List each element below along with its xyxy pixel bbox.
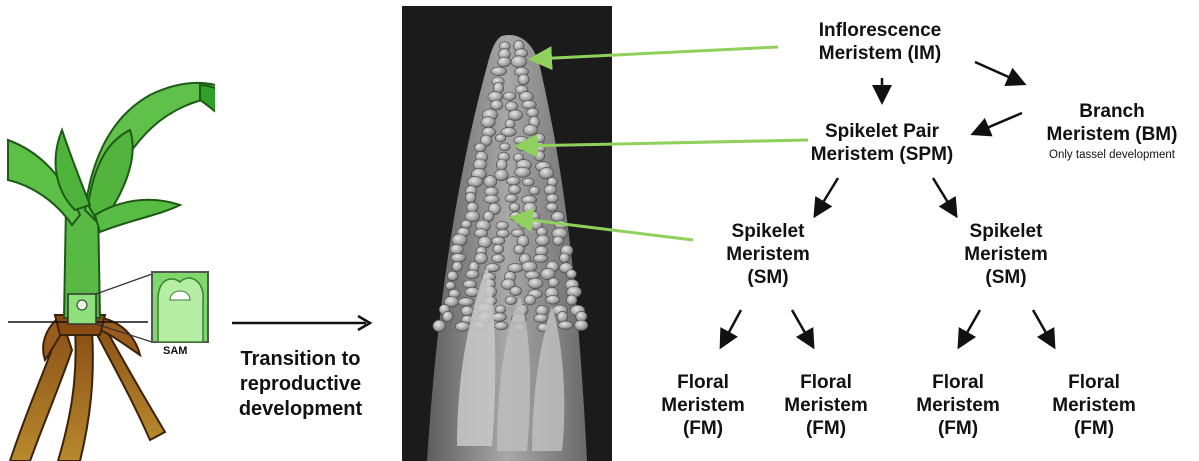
node-fm1-line2: Meristem [661, 394, 744, 417]
arrow-smr-fm3 [960, 310, 980, 345]
node-floral-meristem-1: Floral Meristem (FM) [661, 371, 744, 440]
node-sml-line3: (SM) [726, 266, 809, 289]
node-fm2-line1: Floral [784, 371, 867, 394]
arrow-im-bm [975, 62, 1022, 83]
node-spikelet-pair-meristem: Spikelet Pair Meristem (SPM) [811, 120, 954, 166]
node-fm2-line3: (FM) [784, 417, 867, 440]
node-bm-line2: Meristem (BM) [1047, 123, 1178, 146]
node-spm-line1: Spikelet Pair [811, 120, 954, 143]
node-sml-line1: Spikelet [726, 220, 809, 243]
arrow-bm-spm [975, 113, 1022, 133]
node-floral-meristem-2: Floral Meristem (FM) [784, 371, 867, 440]
arrow-sml-fm2 [792, 310, 812, 345]
node-smr-line3: (SM) [964, 266, 1047, 289]
node-fm3-line2: Meristem [916, 394, 999, 417]
node-sml-line2: Meristem [726, 243, 809, 266]
arrow-spm-smr [933, 178, 955, 214]
node-im-line1: Inflorescence [819, 19, 942, 42]
node-fm4-line1: Floral [1052, 371, 1135, 394]
node-fm1-line1: Floral [661, 371, 744, 394]
node-floral-meristem-4: Floral Meristem (FM) [1052, 371, 1135, 440]
green-arrow-sm [515, 218, 693, 240]
green-arrow-im [534, 47, 778, 59]
node-fm4-line3: (FM) [1052, 417, 1135, 440]
node-bm-note: Only tassel development [1049, 148, 1175, 162]
arrow-spm-sml [816, 178, 838, 214]
node-smr-line2: Meristem [964, 243, 1047, 266]
node-branch-meristem: Branch Meristem (BM) [1047, 100, 1178, 146]
node-bm-line1: Branch [1047, 100, 1178, 123]
green-arrow-spm [520, 140, 808, 146]
node-im-line2: Meristem (IM) [819, 42, 942, 65]
node-inflorescence-meristem: Inflorescence Meristem (IM) [819, 19, 942, 65]
node-fm4-line2: Meristem [1052, 394, 1135, 417]
node-spikelet-meristem-left: Spikelet Meristem (SM) [726, 220, 809, 289]
node-smr-line1: Spikelet [964, 220, 1047, 243]
node-spikelet-meristem-right: Spikelet Meristem (SM) [964, 220, 1047, 289]
node-fm2-line2: Meristem [784, 394, 867, 417]
arrow-smr-fm4 [1033, 310, 1053, 345]
node-floral-meristem-3: Floral Meristem (FM) [916, 371, 999, 440]
node-spm-line2: Meristem (SPM) [811, 143, 954, 166]
node-fm1-line3: (FM) [661, 417, 744, 440]
node-fm3-line3: (FM) [916, 417, 999, 440]
arrow-sml-fm1 [722, 310, 741, 345]
node-fm3-line1: Floral [916, 371, 999, 394]
